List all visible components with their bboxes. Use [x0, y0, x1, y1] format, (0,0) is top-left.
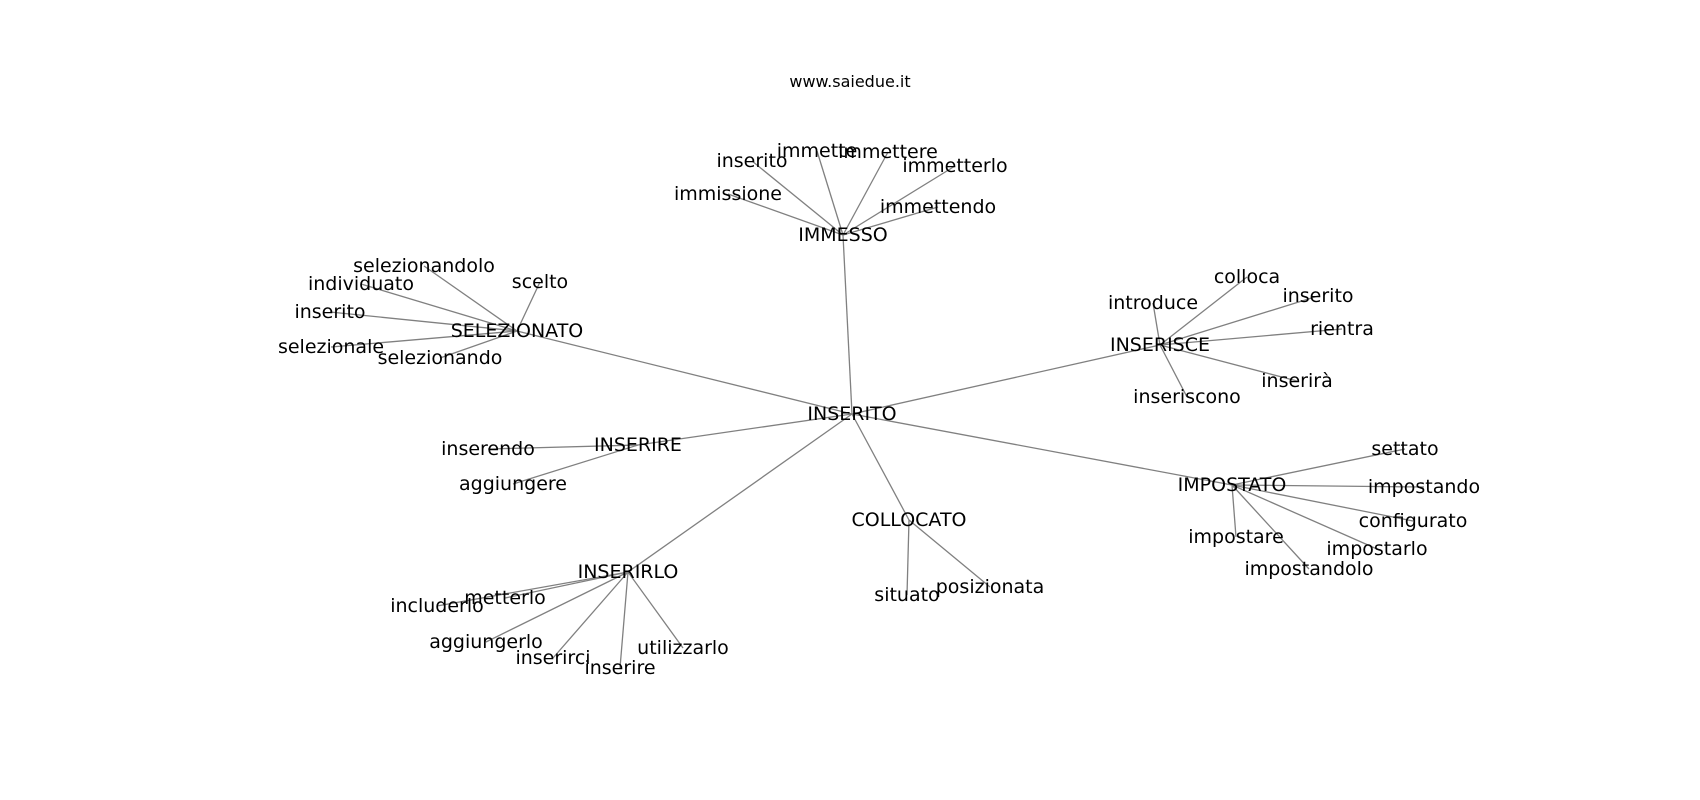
leaf-node-inserirlo-includerlo: includerlo	[390, 595, 484, 617]
edge-impostato-impostandolo	[1231, 484, 1310, 570]
leaf-node-inserirlo-inserire: inserire	[584, 657, 655, 679]
edge-impostato-impostare	[1231, 484, 1237, 538]
edge-selezionato-scelto	[516, 281, 541, 332]
edge-selezionato-individuato	[360, 283, 518, 332]
leaf-node-selezionato-individuato: individuato	[308, 273, 414, 295]
leaf-node-immesso-immetterlo: immetterlo	[902, 155, 1007, 177]
edge-impostato-configurato	[1231, 484, 1414, 522]
edge-inserisce-colloca	[1159, 276, 1248, 346]
hub-node-immesso: IMMESSO	[798, 224, 887, 246]
leaf-node-selezionato-scelto: scelto	[512, 271, 568, 293]
edge-center-inserisce	[851, 344, 1161, 415]
leaf-node-impostato-impostarlo: impostarlo	[1326, 538, 1427, 560]
edge-inserirlo-includerlo	[436, 571, 629, 607]
edge-collocato-posizionata	[908, 519, 991, 588]
edge-inserisce-introduce	[1152, 302, 1161, 346]
edge-immesso-immette	[816, 150, 844, 236]
site-label: www.saiedue.it	[789, 72, 910, 91]
leaf-node-inserisce-inserira: inserirà	[1261, 370, 1332, 392]
edge-impostato-impostando	[1231, 484, 1425, 488]
leaf-node-inserirlo-inserirci: inserirci	[515, 647, 590, 669]
edge-impostato-settato	[1231, 448, 1406, 486]
leaf-node-immesso-immissione: immissione	[674, 183, 782, 205]
edge-inserirlo-inserire	[619, 571, 629, 669]
edge-center-collocato	[851, 413, 910, 521]
edge-selezionato-selezionandolo	[423, 265, 518, 332]
edge-immesso-inserito	[751, 160, 844, 236]
edge-inserisce-inserito	[1159, 295, 1319, 346]
leaf-node-inserirlo-utilizzarlo: utilizzarlo	[637, 637, 729, 659]
leaf-node-inserirlo-aggiungerlo: aggiungerlo	[429, 631, 543, 653]
edge-immesso-immettendo	[842, 206, 939, 236]
edge-inserisce-rientra	[1159, 328, 1343, 346]
edge-inserisce-inserira	[1159, 344, 1298, 382]
hub-node-inserire: INSERIRE	[594, 434, 682, 456]
leaf-node-inserirlo-metterlo: metterlo	[464, 587, 546, 609]
edge-selezionato-selezionale	[330, 330, 518, 348]
edge-center-inserirlo	[627, 413, 853, 573]
leaf-node-impostato-impostare: impostare	[1188, 526, 1284, 548]
leaf-node-collocato-posizionata: posizionata	[936, 576, 1045, 598]
leaf-node-impostato-settato: settato	[1371, 438, 1438, 460]
leaf-node-inserire-inserendo: inserendo	[441, 438, 535, 460]
edge-inserirlo-inserirci	[552, 571, 629, 659]
hub-node-inserisce: INSERISCE	[1110, 334, 1210, 356]
edge-center-immesso	[842, 234, 853, 415]
edge-impostato-impostarlo	[1231, 484, 1378, 550]
edge-immesso-immettere	[842, 151, 889, 236]
leaf-node-inserisce-inseriscono: inseriscono	[1133, 386, 1241, 408]
edge-center-selezionato	[516, 330, 853, 415]
leaf-node-inserisce-inserito: inserito	[1282, 285, 1353, 307]
edge-center-inserire	[637, 413, 853, 446]
hub-node-impostato: IMPOSTATO	[1178, 474, 1287, 496]
leaf-node-collocato-situato: situato	[874, 584, 939, 606]
leaf-node-inserire-aggiungere: aggiungere	[459, 473, 567, 495]
leaf-node-immesso-immettere: immettere	[838, 141, 938, 163]
edge-inserire-inserendo	[487, 444, 639, 450]
leaf-node-selezionato-inserito: inserito	[294, 301, 365, 323]
edge-immesso-immetterlo	[842, 165, 956, 236]
center-node: INSERITO	[807, 403, 896, 425]
edge-inserisce-inseriscono	[1159, 344, 1188, 398]
leaf-node-immesso-inserito: inserito	[716, 150, 787, 172]
leaf-node-inserisce-colloca: colloca	[1214, 266, 1280, 288]
leaf-node-impostato-impostandolo: impostandolo	[1244, 558, 1373, 580]
edge-inserirlo-utilizzarlo	[627, 571, 684, 649]
edge-selezionato-selezionando	[439, 330, 518, 359]
labels-layer: www.saiedue.it inseritoimmetteimmetterei…	[278, 72, 1480, 679]
edge-inserire-aggiungere	[512, 444, 639, 485]
edge-inserirlo-metterlo	[504, 571, 629, 599]
edge-center-impostato	[851, 413, 1233, 486]
hub-node-selezionato: SELEZIONATO	[451, 320, 584, 342]
leaf-node-immesso-immette: immette	[777, 140, 858, 162]
leaf-node-impostato-impostando: impostando	[1368, 476, 1480, 498]
leaf-node-selezionato-selezionando: selezionando	[378, 347, 503, 369]
edges-layer	[329, 150, 1425, 669]
edge-collocato-situato	[906, 519, 910, 596]
leaf-node-impostato-configurato: configurato	[1359, 510, 1468, 532]
edge-immesso-immissione	[727, 193, 844, 236]
hub-node-collocato: COLLOCATO	[851, 509, 966, 531]
leaf-node-inserisce-introduce: introduce	[1108, 292, 1198, 314]
leaf-node-selezionato-selezionale: selezionale	[278, 336, 384, 358]
leaf-node-immesso-immettendo: immettendo	[880, 196, 996, 218]
edge-inserirlo-aggiungerlo	[485, 571, 629, 643]
leaf-node-selezionato-selezionandolo: selezionandolo	[353, 255, 495, 277]
edge-selezionato-inserito	[329, 311, 518, 332]
leaf-node-inserisce-rientra: rientra	[1310, 318, 1374, 340]
hub-node-inserirlo: INSERIRLO	[578, 561, 679, 583]
